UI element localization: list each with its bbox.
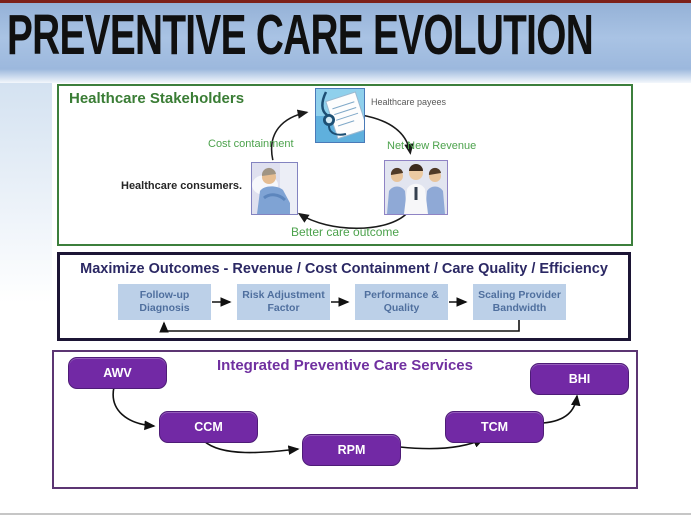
cost-containment-label: Cost containment bbox=[208, 138, 294, 150]
services-title: Integrated Preventive Care Services bbox=[217, 357, 473, 374]
service-node-bhi: BHI bbox=[530, 363, 629, 395]
stakeholder-cycle-arrows bbox=[270, 109, 414, 230]
better-care-outcome-label: Better care outcome bbox=[291, 225, 400, 239]
stakeholders-title: Healthcare Stakeholders bbox=[69, 90, 245, 107]
service-node-tcm: TCM bbox=[445, 411, 544, 443]
service-node-awv: AWV bbox=[68, 357, 167, 389]
stethoscope-document-illustration bbox=[316, 89, 364, 142]
slide-title: PREVENTIVE CARE EVOLUTION bbox=[7, 3, 594, 67]
outcomes-title: Maximize Outcomes - Revenue / Cost Conta… bbox=[80, 261, 608, 277]
healthcare-stakeholders-panel: Healthcare Stakeholders Healthcare payee… bbox=[57, 84, 633, 246]
flow-step-follow-up-diagnosis: Follow-up Diagnosis bbox=[118, 284, 211, 320]
top-accent-line bbox=[0, 0, 691, 3]
healthcare-consumers-label: Healthcare consumers. bbox=[121, 180, 243, 192]
maximize-outcomes-panel: Maximize Outcomes - Revenue / Cost Conta… bbox=[57, 252, 631, 341]
flow-step-performance-quality: Performance & Quality bbox=[355, 284, 448, 320]
care-team-illustration bbox=[385, 161, 447, 214]
patient-image bbox=[251, 162, 298, 215]
care-team-image bbox=[384, 160, 448, 215]
healthcare-payees-image bbox=[315, 88, 365, 143]
left-gradient-tint bbox=[0, 83, 52, 303]
patient-illustration bbox=[252, 163, 297, 214]
integrated-services-panel: Integrated Preventive Care Services AWV … bbox=[52, 350, 638, 489]
title-band bbox=[0, 0, 691, 69]
flow-step-risk-adjustment-factor: Risk Adjustment Factor bbox=[237, 284, 330, 320]
bottom-border-line bbox=[0, 513, 691, 515]
service-node-rpm: RPM bbox=[302, 434, 401, 466]
service-node-ccm: CCM bbox=[159, 411, 258, 443]
healthcare-payees-label: Healthcare payees bbox=[371, 97, 447, 107]
net-new-revenue-label: Net New Revenue bbox=[387, 140, 477, 152]
title-band-fade bbox=[0, 69, 691, 83]
flow-step-scaling-provider-bandwidth: Scaling Provider Bandwidth bbox=[473, 284, 566, 320]
outcomes-flow-arrows bbox=[159, 297, 520, 333]
